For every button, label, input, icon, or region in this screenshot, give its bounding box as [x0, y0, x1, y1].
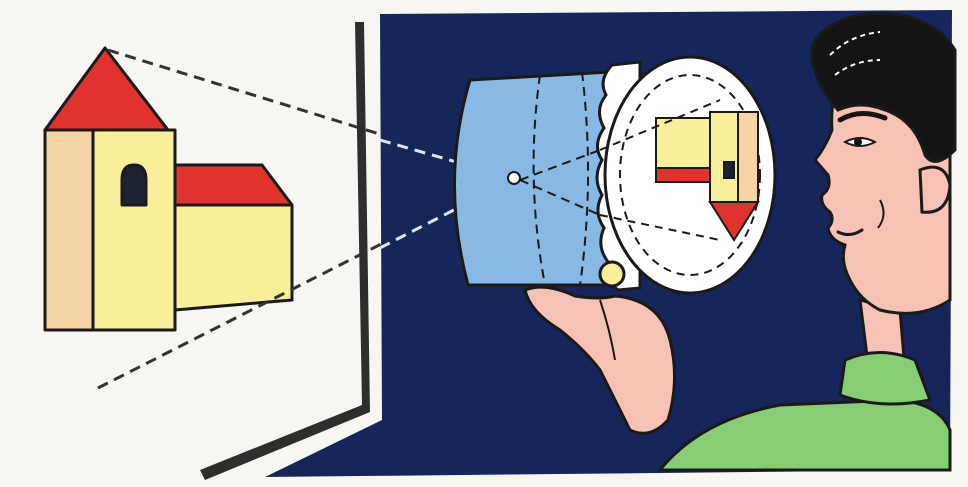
pinhole-camera	[452, 55, 777, 295]
collar	[838, 351, 933, 406]
ray-bottom	[97, 174, 516, 390]
tower-wall-shadow	[43, 128, 95, 332]
church-building	[43, 46, 294, 332]
tower-wall	[91, 128, 177, 332]
inverted-image	[655, 111, 760, 242]
mouth	[836, 228, 864, 237]
boy-observer	[656, 12, 957, 472]
projection-rays	[97, 48, 516, 390]
hair	[810, 12, 957, 163]
hand	[523, 285, 676, 435]
interior-ray-bottom	[379, 178, 513, 250]
tower-window	[120, 163, 148, 207]
camera-body	[452, 70, 627, 287]
sweater	[656, 398, 952, 472]
pinhole	[507, 171, 521, 185]
ear	[918, 165, 952, 214]
nave-wall	[173, 203, 294, 312]
ring-knob	[598, 260, 626, 288]
eyebrow	[837, 111, 888, 123]
